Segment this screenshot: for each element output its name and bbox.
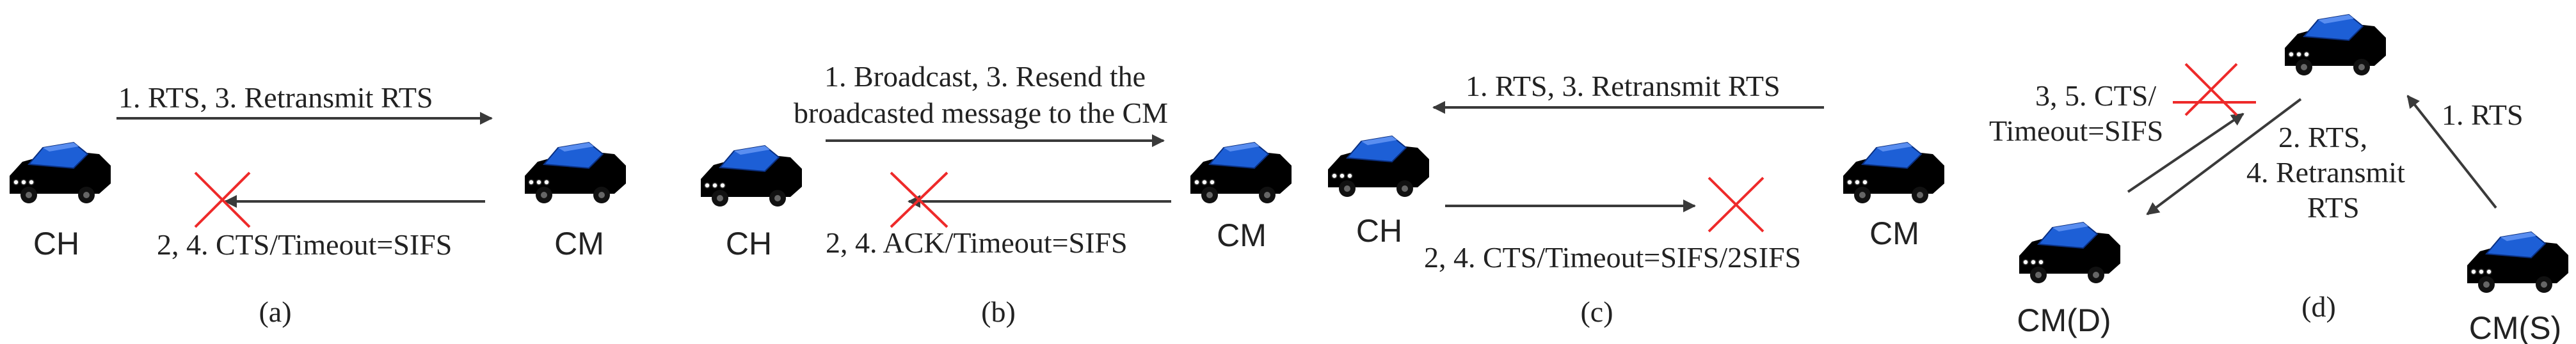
panel-d: CM(D) CM(S) 1. RTS 2. RTS, 4. Retransmit… <box>1989 14 2569 344</box>
top-message-line1: 1. Broadcast, 3. Resend the <box>824 60 1146 93</box>
node-label-cm-d: CM(D) <box>2017 302 2111 338</box>
rts-label: 1. RTS <box>2442 98 2524 131</box>
relay-rts-arrow <box>2146 98 2302 215</box>
node-label-cm: CM <box>554 226 604 262</box>
node-label-ch: CH <box>726 226 772 262</box>
node-label-ch: CH <box>1356 213 1402 249</box>
bottom-message: 2, 4. CTS/Timeout=SIFS <box>157 228 452 261</box>
ch-car-icon <box>1327 136 1430 198</box>
failure-x-icon <box>1708 176 1764 233</box>
top-message-line2: broadcasted message to the CM <box>794 97 1168 129</box>
panel-b: CH CM 1. Broadcast, 3. Resend the broadc… <box>700 60 1292 328</box>
relay-car-icon <box>2284 14 2387 76</box>
panel-c: CH CM 1. RTS, 3. Retransmit RTS 2, 4. CT… <box>1327 70 1945 328</box>
node-label-cm-s: CM(S) <box>2469 310 2561 344</box>
panel-caption: (a) <box>259 295 291 328</box>
bottom-message: 2, 4. CTS/Timeout=SIFS/2SIFS <box>1424 241 1801 274</box>
cm-car-icon <box>1190 142 1292 204</box>
panel-caption: (c) <box>1580 295 1613 328</box>
cm-s-car-icon <box>2467 231 2569 293</box>
panel-caption: (d) <box>2301 290 2336 323</box>
panel-a: CH CM 1. RTS, 3. Retransmit RTS 2, 4. CT… <box>9 81 627 328</box>
node-label-ch: CH <box>33 226 79 262</box>
mid-message-line2: 4. Retransmit <box>2246 156 2405 189</box>
bottom-message: 2, 4. ACK/Timeout=SIFS <box>826 226 1128 259</box>
cts-arrow <box>2127 113 2244 193</box>
ch-car-icon <box>9 142 111 204</box>
cm-car-icon <box>524 142 627 204</box>
node-label-cm: CM <box>1217 217 1267 253</box>
mid-message-line3: RTS <box>2307 191 2360 224</box>
failure-x-icon <box>2173 63 2256 116</box>
top-message: 1. RTS, 3. Retransmit RTS <box>118 81 433 114</box>
rts-arrow <box>2406 95 2497 209</box>
left-message-line1: 3, 5. CTS/ <box>2035 79 2156 112</box>
left-message-line2: Timeout=SIFS <box>1989 114 2163 147</box>
panel-caption: (b) <box>981 295 1016 328</box>
mid-message-line1: 2. RTS, <box>2278 121 2367 153</box>
failure-x-icon <box>194 171 251 228</box>
node-label-cm: CM <box>1869 215 1919 251</box>
top-message: 1. RTS, 3. Retransmit RTS <box>1466 70 1780 102</box>
ch-car-icon <box>700 145 803 207</box>
cm-d-car-icon <box>2019 222 2121 284</box>
failure-x-icon <box>890 171 948 228</box>
cm-car-icon <box>1843 142 1945 204</box>
